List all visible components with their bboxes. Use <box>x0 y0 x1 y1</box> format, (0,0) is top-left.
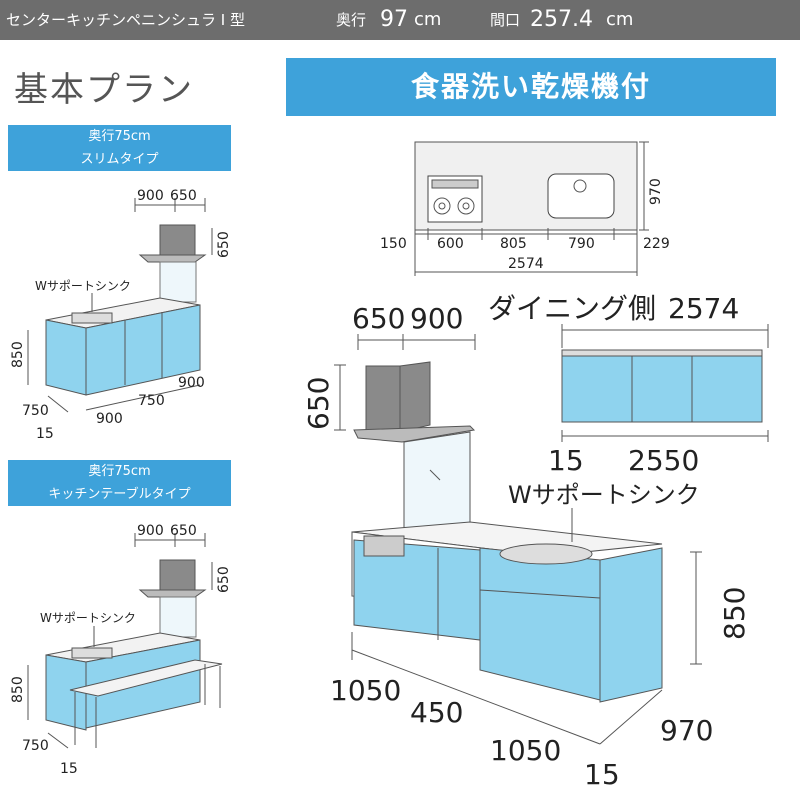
table-sink-label: Wサポートシンク <box>40 611 136 625</box>
plan-total: 2574 <box>508 256 544 272</box>
main-width-2: 450 <box>410 696 463 729</box>
slim-kitchen-drawing <box>27 198 213 413</box>
plan-seg-3: 805 <box>500 236 527 252</box>
width-unit: cm <box>606 9 634 30</box>
header-bar: センターキッチンペニンシュラ I 型 奥行 97 cm 間口 257.4 cm <box>0 0 800 40</box>
slim-offset: 15 <box>36 426 54 442</box>
plan-view <box>414 141 649 276</box>
main-kitchen-drawing <box>334 334 702 745</box>
main-width-3: 1050 <box>490 734 561 767</box>
main-hood-height: 650 <box>302 377 335 430</box>
plan-seg-1: 150 <box>380 236 407 252</box>
depth-label: 奥行 <box>336 11 367 29</box>
slim-type-label: 奥行75cm スリムタイプ <box>8 125 231 171</box>
main-depth: 970 <box>660 714 713 747</box>
slim-depth-label: 奥行75cm <box>88 129 151 144</box>
slim-hood-width-1: 900 <box>137 188 164 204</box>
main-sink-label: Wサポートシンク <box>508 481 700 509</box>
table-offset: 15 <box>60 761 78 777</box>
plan-seg-2: 600 <box>437 236 464 252</box>
slim-height: 850 <box>10 341 26 368</box>
dining-side-label: ダイニング側 <box>488 292 656 325</box>
table-type-name: キッチンテーブルタイプ <box>48 487 191 502</box>
table-hood-width-2: 650 <box>170 523 197 539</box>
dining-inner-width: 2550 <box>628 444 699 477</box>
slim-depth: 750 <box>22 403 49 419</box>
dining-side-width: 2574 <box>668 292 739 325</box>
slim-hood-width-2: 650 <box>170 188 197 204</box>
dishwasher-banner: 食器洗い乾燥機付 <box>286 58 776 116</box>
slim-type-name: スリムタイプ <box>80 152 159 167</box>
table-hood-height: 650 <box>216 566 232 593</box>
main-hood-width-1: 650 <box>352 302 405 335</box>
main-width-1: 1050 <box>330 674 401 707</box>
width-value: 257.4 <box>530 7 593 32</box>
table-hood-width-1: 900 <box>137 523 164 539</box>
depth-unit: cm <box>414 9 442 30</box>
table-type-label: 奥行75cm キッチンテーブルタイプ <box>8 460 231 506</box>
slim-hood-height: 650 <box>216 231 232 258</box>
plan-depth: 970 <box>648 178 664 205</box>
plan-seg-4: 790 <box>568 236 595 252</box>
section-title: 基本プラン <box>14 70 194 110</box>
plan-seg-5: 229 <box>643 236 670 252</box>
depth-value: 97 <box>380 7 408 32</box>
slim-width-2: 750 <box>138 393 165 409</box>
table-depth: 750 <box>22 738 49 754</box>
dining-side-view <box>561 324 769 442</box>
table-depth-label: 奥行75cm <box>88 464 151 479</box>
main-hood-width-2: 900 <box>410 302 463 335</box>
main-height: 850 <box>718 587 751 640</box>
slim-width-1: 900 <box>96 411 123 427</box>
slim-sink-label: Wサポートシンク <box>35 279 131 293</box>
model-name: センターキッチンペニンシュラ I 型 <box>6 11 245 29</box>
main-offset: 15 <box>584 758 620 791</box>
dining-offset: 15 <box>548 444 584 477</box>
table-kitchen-drawing <box>27 533 223 749</box>
width-label: 間口 <box>490 11 521 29</box>
slim-width-3: 900 <box>178 375 205 391</box>
table-height: 850 <box>10 676 26 703</box>
